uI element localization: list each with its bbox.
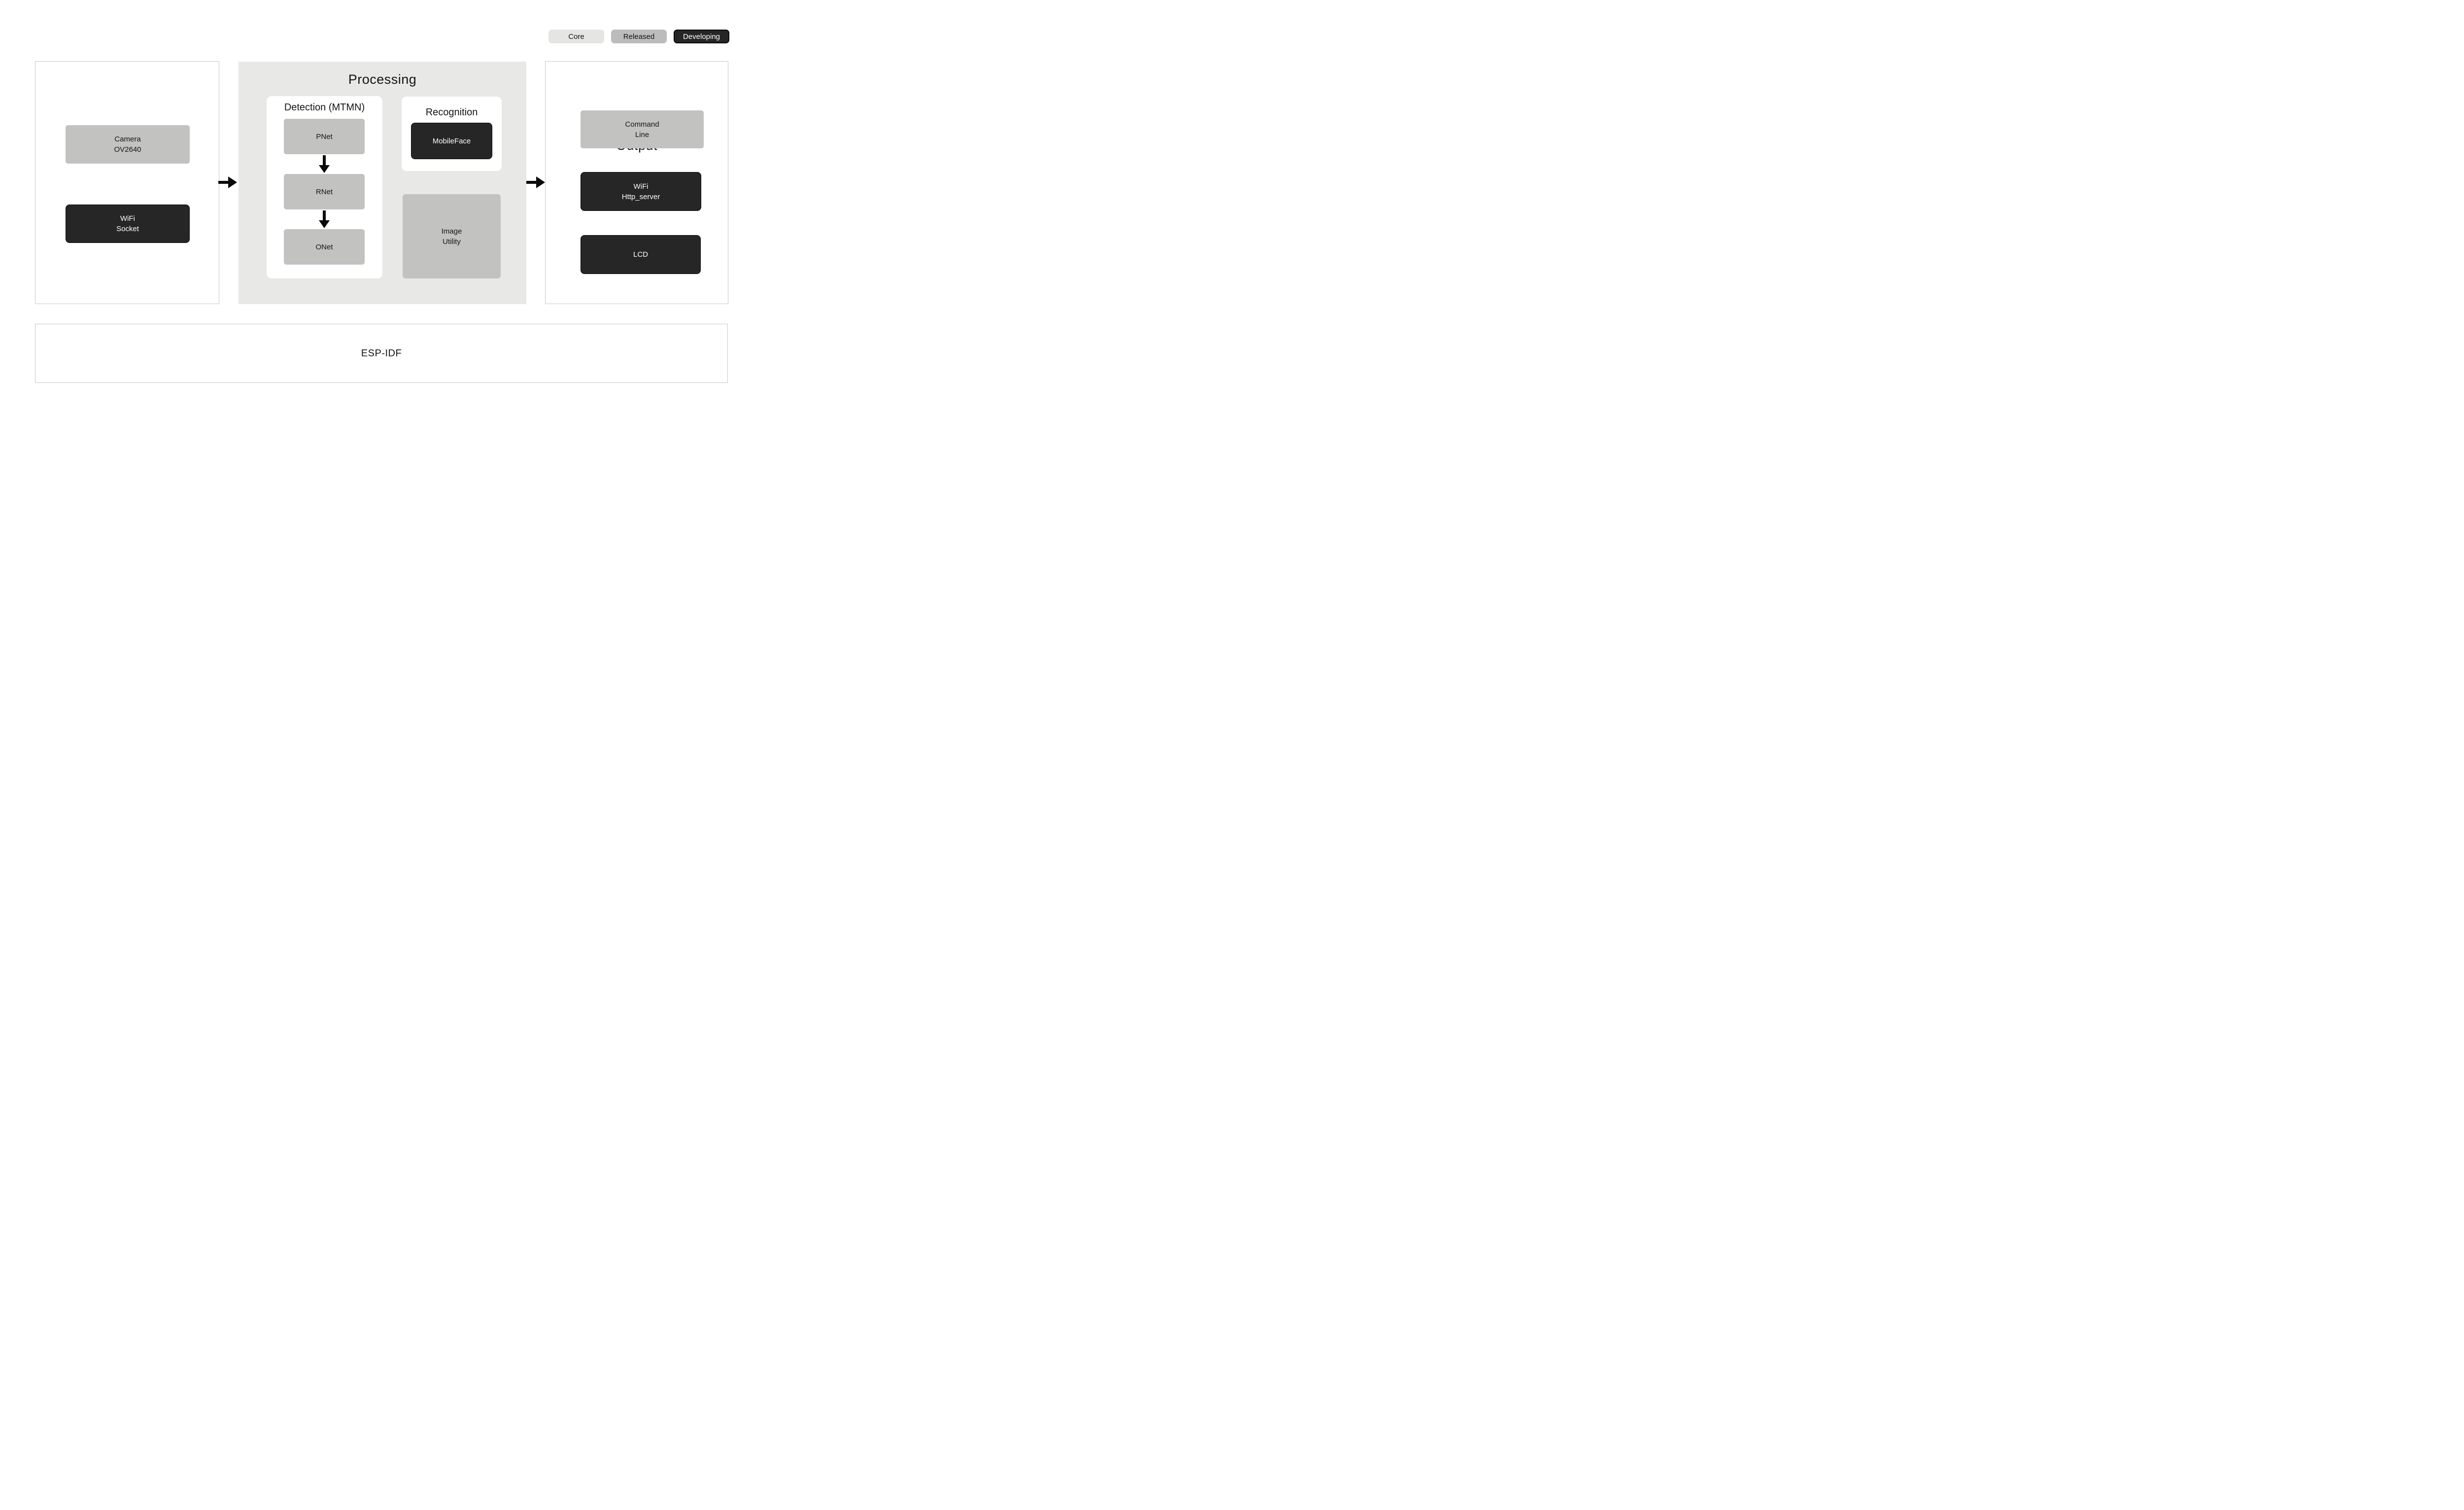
block-rnet: RNet — [284, 174, 365, 209]
flow-arrow-down-icon — [317, 210, 331, 228]
block-command-line: Command Line — [581, 110, 704, 148]
processing-section: Processing Detection (MTMN) PNet RNet ON… — [239, 62, 526, 304]
processing-section-title: Processing — [348, 72, 417, 87]
detection-group: Detection (MTMN) PNet RNet ONet — [267, 96, 382, 278]
output-section: Output Command Line WiFi Http_server LCD — [545, 61, 728, 304]
legend-chip-core: Core — [548, 30, 604, 43]
block-lcd: LCD — [581, 235, 701, 274]
recognition-group: Recognition MobileFace — [402, 97, 502, 171]
block-wifi-http-server: WiFi Http_server — [581, 172, 701, 211]
flow-arrow-right-icon — [218, 175, 237, 189]
legend: Core Released Developing — [548, 30, 729, 43]
recognition-group-title: Recognition — [425, 107, 478, 118]
foundation-section: ESP-IDF — [35, 324, 728, 383]
flow-arrow-down-icon — [317, 155, 331, 173]
block-mobileface: MobileFace — [411, 123, 492, 159]
flow-arrow-right-icon — [526, 175, 545, 189]
legend-chip-developing: Developing — [674, 30, 729, 43]
block-pnet: PNet — [284, 119, 365, 154]
block-onet: ONet — [284, 229, 365, 265]
legend-chip-released: Released — [611, 30, 667, 43]
foundation-title: ESP-IDF — [361, 347, 402, 359]
block-camera-ov2640: Camera OV2640 — [66, 125, 190, 164]
input-section: Input Camera OV2640 WiFi Socket — [35, 61, 219, 304]
block-image-utility: Image Utility — [403, 194, 501, 278]
detection-group-title: Detection (MTMN) — [284, 102, 365, 113]
block-wifi-socket: WiFi Socket — [66, 205, 190, 243]
diagram-canvas: Core Released Developing Input Camera OV… — [0, 0, 760, 395]
